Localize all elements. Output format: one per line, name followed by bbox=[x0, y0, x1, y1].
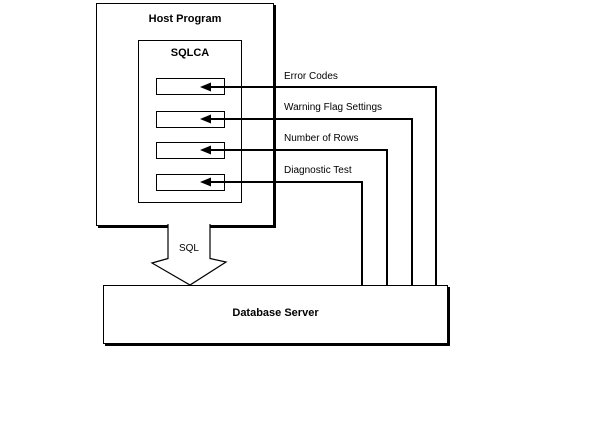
connector-line bbox=[206, 181, 363, 286]
field-label-diagnostic-test: Diagnostic Test bbox=[284, 165, 352, 176]
connector-warning-flags bbox=[200, 114, 413, 286]
connector-line bbox=[206, 86, 437, 286]
left-arrowhead-icon bbox=[200, 145, 211, 155]
connector-line bbox=[206, 118, 413, 286]
field-label-number-of-rows: Number of Rows bbox=[284, 133, 359, 144]
host-program-title: Host Program bbox=[148, 13, 222, 25]
field-label-warning-flags: Warning Flag Settings bbox=[284, 102, 383, 113]
connector-diagnostic-test bbox=[200, 177, 363, 286]
sql-down-block-arrow-icon bbox=[150, 224, 228, 286]
left-arrowhead-icon bbox=[200, 114, 211, 124]
left-arrowhead-icon bbox=[200, 177, 211, 187]
database-server-title: Database Server bbox=[232, 307, 319, 319]
database-server-box bbox=[103, 285, 448, 344]
connector-line bbox=[206, 149, 388, 286]
sqlca-title: SQLCA bbox=[170, 47, 210, 59]
connector-error-codes bbox=[200, 82, 437, 286]
left-arrowhead-icon bbox=[200, 82, 211, 92]
sql-arrow-label: SQL bbox=[178, 243, 199, 254]
connector-number-of-rows bbox=[200, 145, 388, 286]
field-label-error-codes: Error Codes bbox=[284, 71, 338, 82]
